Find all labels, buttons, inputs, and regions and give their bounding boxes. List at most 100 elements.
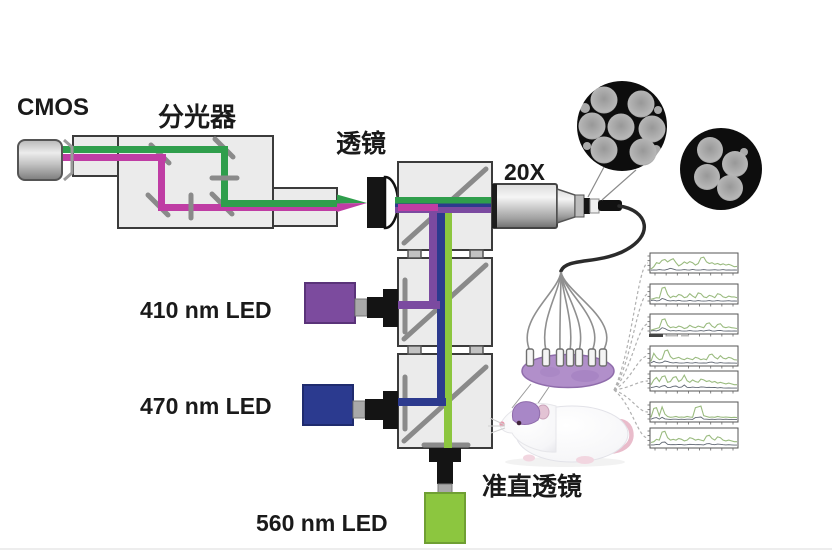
callout-dashed-line <box>613 389 649 439</box>
excitation-beam-paths <box>395 197 495 450</box>
control-trace <box>651 441 737 446</box>
fiber-core <box>722 151 748 177</box>
fiber-cable-boot <box>598 200 622 211</box>
trace-plot-6 <box>647 401 739 425</box>
led-connector <box>437 483 453 494</box>
mouse-paw <box>523 454 535 462</box>
led-410-module <box>304 282 398 327</box>
led-collimator <box>367 297 384 318</box>
callout-dashed-line <box>613 323 649 391</box>
camera-mount-bracket <box>63 138 74 182</box>
mouse-headcap-purple <box>511 401 541 425</box>
trace-plot-7 <box>647 427 739 451</box>
led-470-module <box>302 384 398 429</box>
implant-shading <box>571 370 599 382</box>
trace-plot-1 <box>647 252 739 276</box>
fiber-core <box>694 164 720 190</box>
callout-line <box>587 166 605 198</box>
label-beamsplitter: 分光器 <box>158 102 237 132</box>
fiber-bundle-face-4 <box>680 128 762 210</box>
implant-fiber <box>543 271 562 352</box>
fiber-ferrule <box>555 348 565 367</box>
led-port <box>383 391 398 429</box>
fiber-bundle-face-7 <box>577 81 667 171</box>
fiber-core <box>590 86 618 114</box>
objective-tip <box>574 194 585 218</box>
scale-bar-marks <box>649 334 689 337</box>
control-trace <box>650 327 738 332</box>
mouse-foot <box>576 456 594 464</box>
led-410-body <box>304 282 356 324</box>
label-lens: 透镜 <box>336 129 386 158</box>
signal-trace <box>650 405 738 419</box>
trace-plot-4 <box>647 345 739 369</box>
led-port <box>429 448 461 462</box>
fiber-ferrule-white <box>589 198 600 214</box>
fiber-core <box>578 112 606 140</box>
led-collimator <box>365 399 383 420</box>
label-collimating-lens: 准直透镜 <box>482 472 582 501</box>
callout-dashed-line <box>613 355 649 391</box>
callout-line <box>601 169 637 201</box>
control-trace <box>650 267 738 271</box>
fiber-core <box>717 175 743 201</box>
led-470-body <box>302 384 354 426</box>
camera-body <box>17 139 63 181</box>
fiber-ferrule <box>574 348 584 367</box>
cube-spacer <box>469 249 484 259</box>
fiber-ferrule <box>565 348 575 367</box>
signal-trace <box>650 286 738 300</box>
cmos-camera <box>17 138 74 182</box>
emission-beam-in-cube <box>398 204 438 211</box>
signal-trace <box>650 318 738 331</box>
label-objective-20x: 20X <box>504 159 546 185</box>
implant-ferrules <box>525 348 608 367</box>
collimating-lens-tube <box>437 462 453 484</box>
cube-spacer <box>407 249 422 259</box>
objective-back <box>492 184 497 228</box>
dichroic-cube-stack <box>395 161 495 450</box>
objective-taper <box>556 187 576 225</box>
implant-shading <box>540 367 560 377</box>
fiber-ferrule <box>598 348 608 367</box>
label-led-560: 560 nm LED <box>256 510 388 536</box>
lens-mount <box>367 177 385 228</box>
signal-trace <box>650 349 738 362</box>
converging-beam-magenta <box>337 203 367 212</box>
trace-plot-3 <box>647 313 739 337</box>
mouse-whiskers <box>488 417 506 434</box>
fiber-core <box>638 115 666 143</box>
fiber-bundle-cable <box>559 204 646 273</box>
control-trace <box>650 384 737 389</box>
callout-dashed-line <box>613 262 649 391</box>
signal-trace-plots <box>647 252 739 451</box>
led-560-module <box>424 448 466 544</box>
callout-dashed-line <box>613 389 649 413</box>
fiber-ferrule <box>541 348 551 367</box>
signal-callout-connectors <box>613 262 649 439</box>
beam-splitter-assembly <box>58 135 340 229</box>
fiber-core <box>697 137 723 163</box>
implant-fiber <box>526 271 562 352</box>
fiber-core <box>627 90 655 118</box>
label-cmos: CMOS <box>17 94 89 121</box>
fiber-ferrule-black <box>584 198 590 214</box>
signal-trace <box>650 256 738 270</box>
fiber-ferrule <box>525 348 535 367</box>
control-trace <box>650 416 737 420</box>
objective-body <box>491 183 558 229</box>
signal-trace <box>650 373 737 386</box>
objective-20x <box>491 183 646 273</box>
mouse-illustration <box>488 401 634 467</box>
led-port <box>383 289 398 327</box>
fiber-core <box>590 136 618 164</box>
trace-plot-2 <box>647 283 739 307</box>
fiber-core <box>607 113 635 141</box>
cube-spacer <box>469 345 484 355</box>
callout-dashed-line <box>613 380 649 391</box>
control-trace <box>650 360 738 364</box>
implant-fiber <box>560 271 608 352</box>
led-connector <box>352 400 366 419</box>
